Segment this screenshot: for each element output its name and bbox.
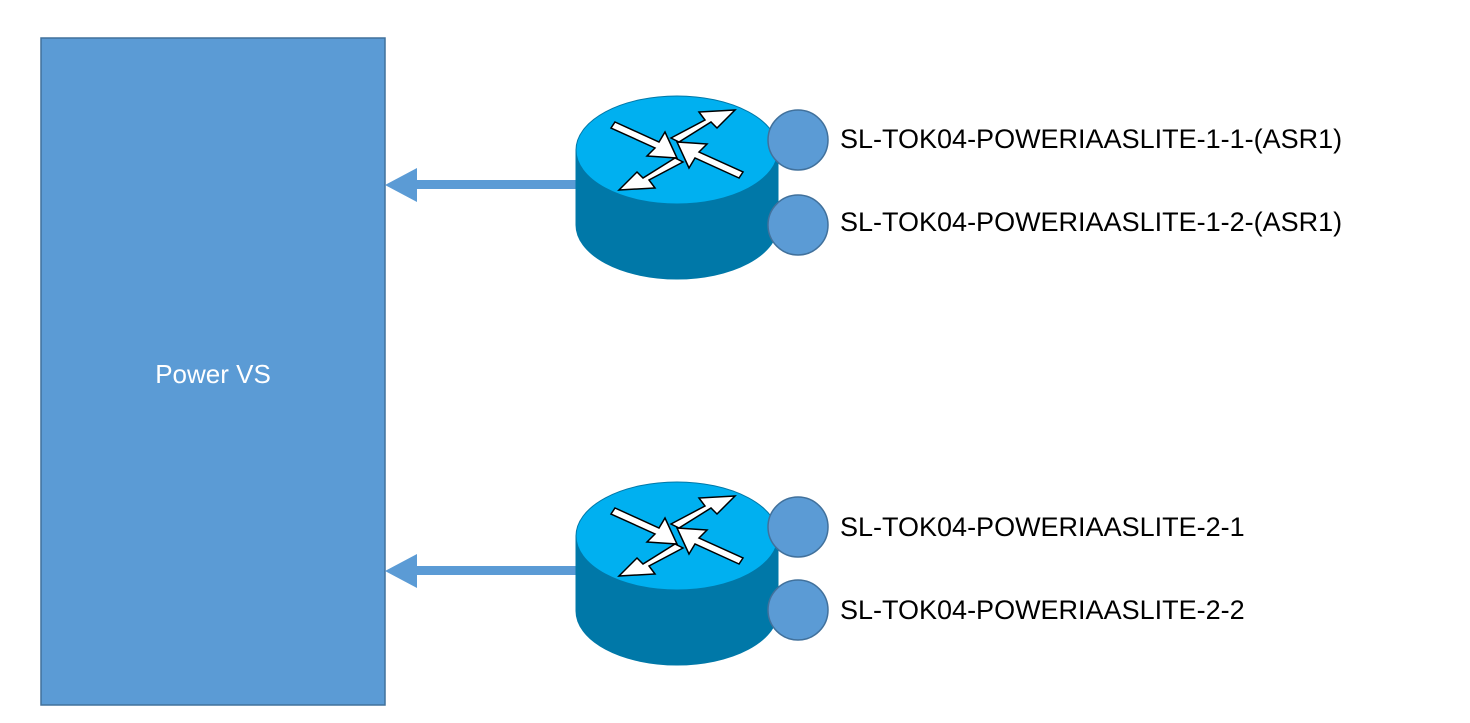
router-1-icon (575, 95, 779, 280)
router-1-port-1-label: SL-TOK04-POWERIAASLITE-1-1-(ASR1) (840, 124, 1343, 154)
power-vs-block (40, 37, 386, 706)
connection-arrows (385, 168, 577, 588)
router-1-port-2 (767, 194, 829, 256)
power-vs-label: Power VS (155, 359, 271, 389)
router-2-port-2-label: SL-TOK04-POWERIAASLITE-2-2 (840, 595, 1245, 625)
router-1-port-2-label: SL-TOK04-POWERIAASLITE-1-2-(ASR1) (840, 207, 1343, 237)
router-2-icon (575, 481, 779, 666)
connection-arrow-1 (385, 168, 577, 202)
router-2-port-1 (767, 496, 829, 558)
router-2-port-1-label: SL-TOK04-POWERIAASLITE-2-1 (840, 512, 1245, 542)
router-2-port-2 (767, 579, 829, 641)
connection-arrow-2 (385, 554, 577, 588)
router-1-port-1 (767, 109, 829, 171)
